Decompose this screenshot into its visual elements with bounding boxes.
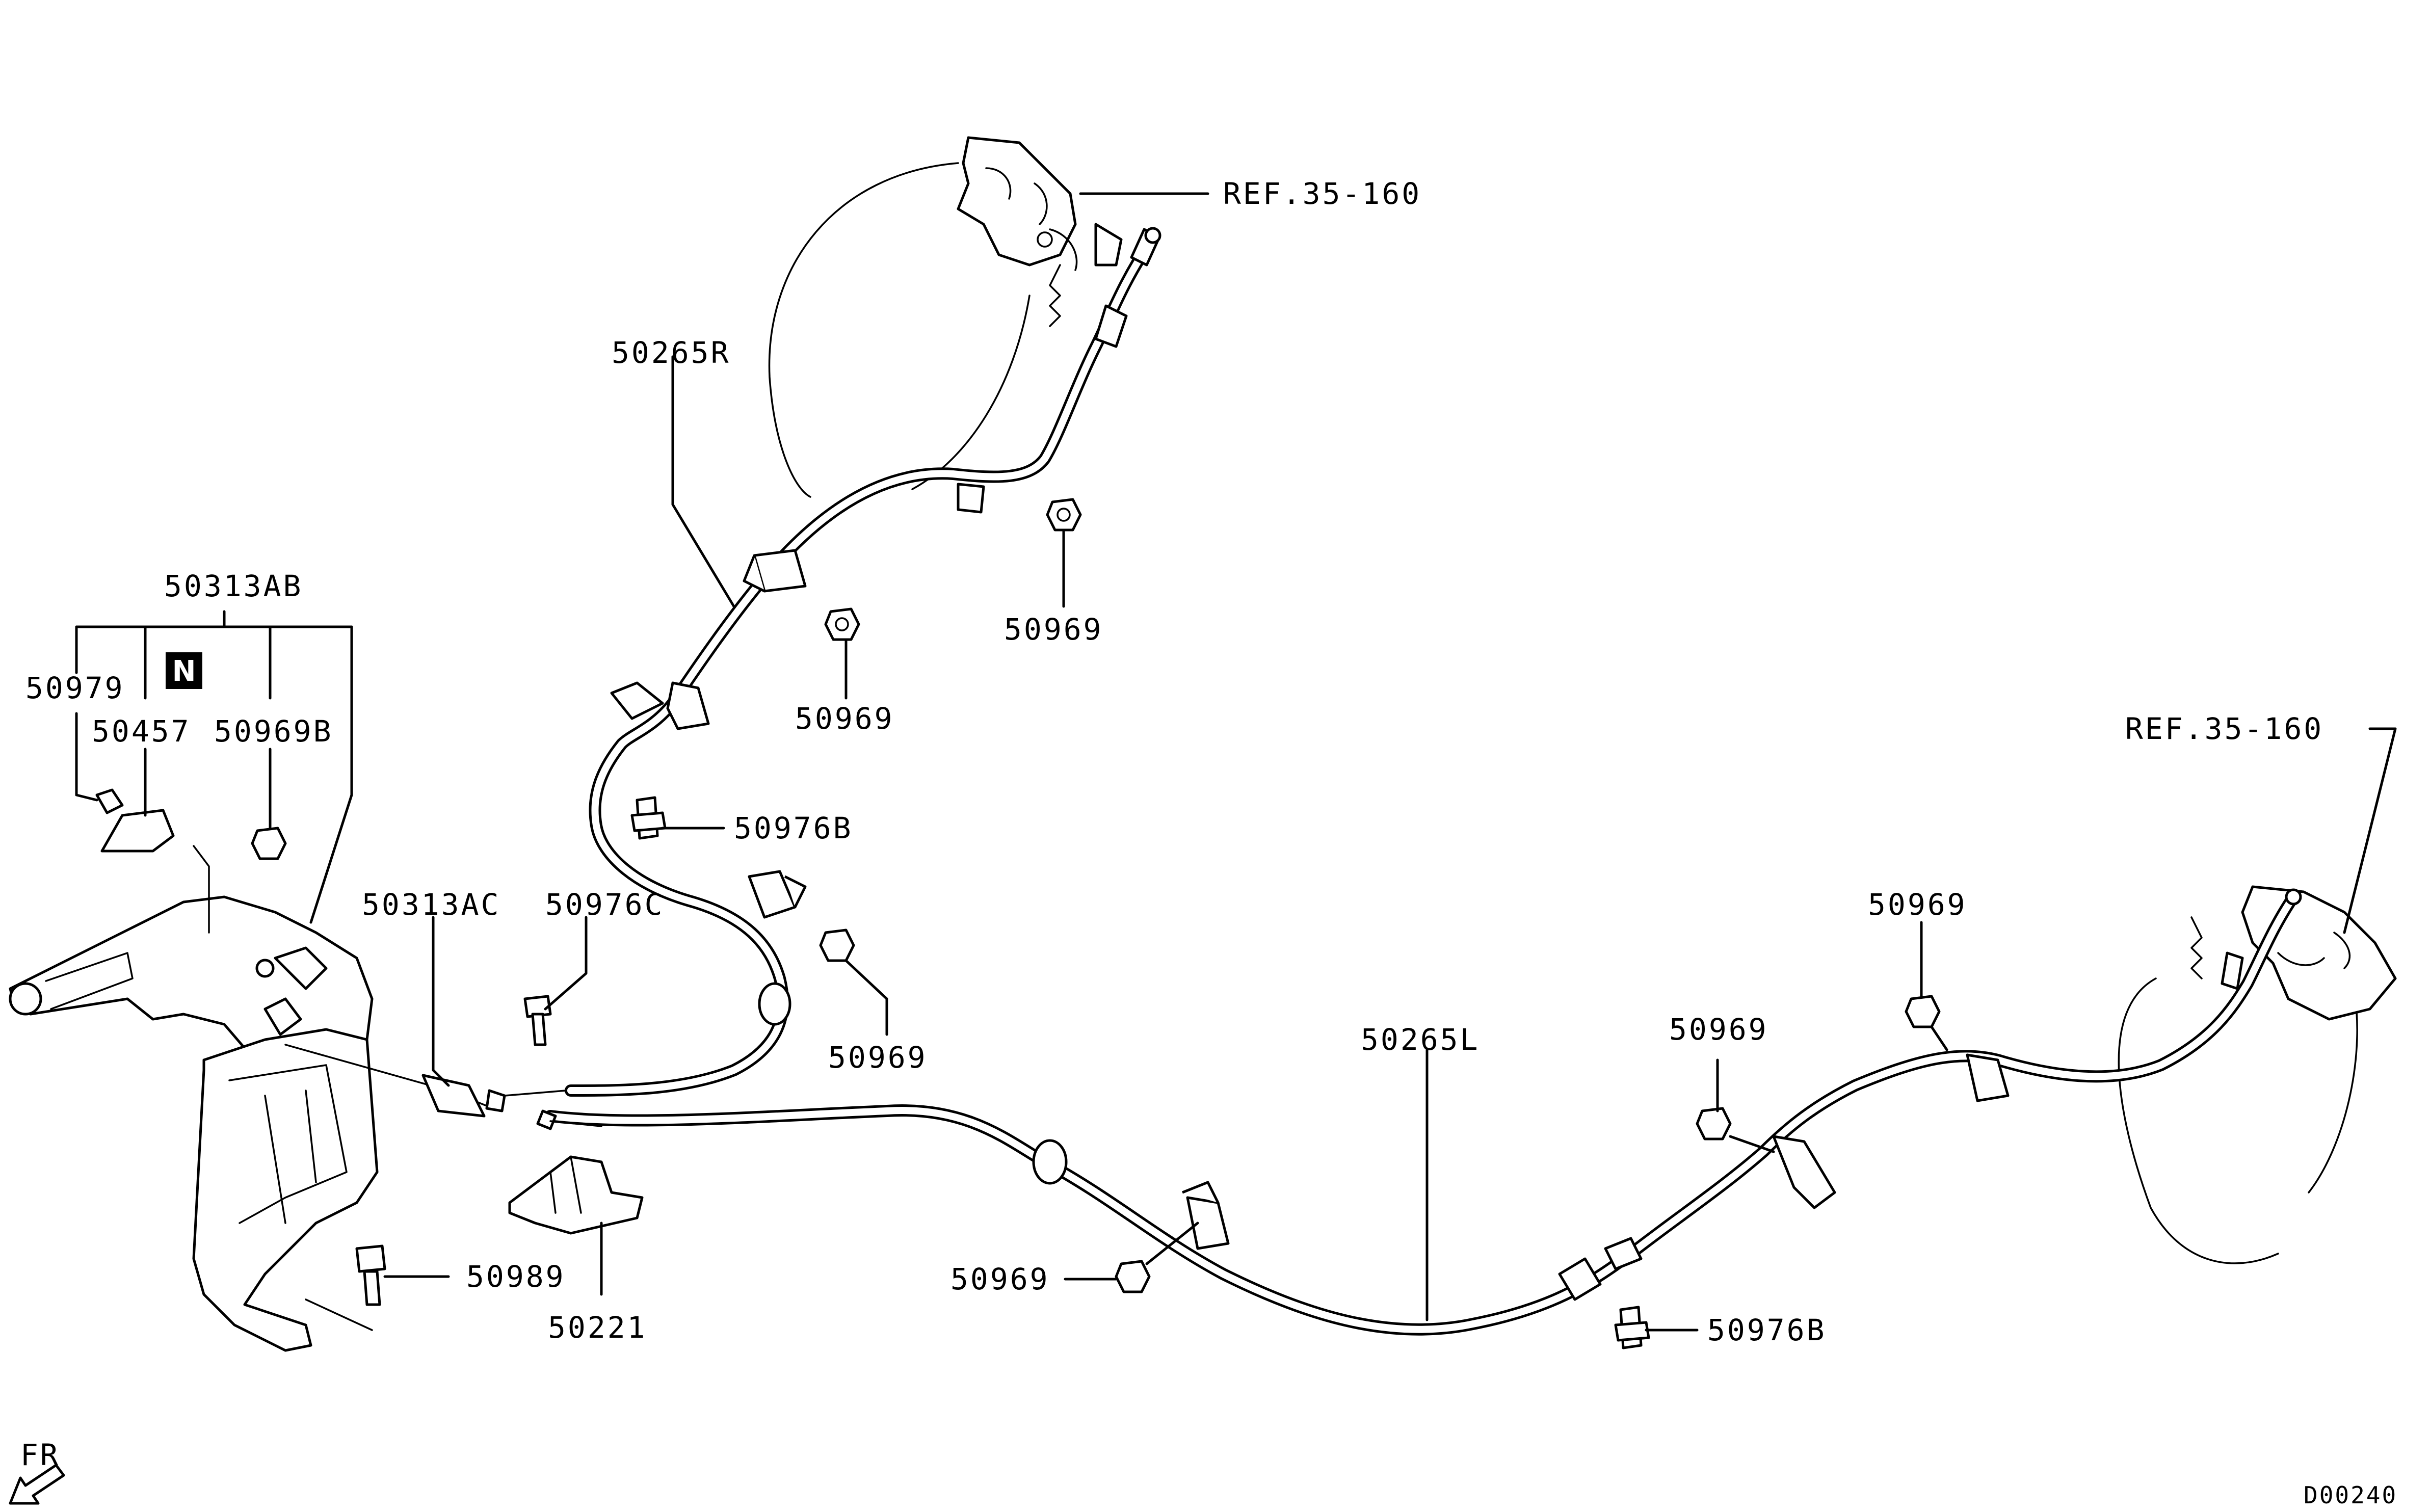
label-50457: 50457 (92, 714, 191, 749)
label-drawing-id: D00240 (2304, 1481, 2397, 1509)
new-part-badge-icon: N (166, 652, 202, 689)
right-parking-brake-cable (565, 227, 1161, 1097)
label-50313AC: 50313AC (362, 887, 500, 922)
label-50969-d: 50969 (950, 1262, 1050, 1296)
badge-text: N (172, 655, 196, 688)
part-labels: REF.35-160 50265R 50969 50969 50976B 509… (20, 176, 2397, 1509)
hardware-parts (95, 498, 1941, 1349)
label-50969-f: 50969 (1868, 887, 1967, 922)
front-direction-arrow-icon (9, 1464, 65, 1505)
label-ref-top: REF.35-160 (1223, 176, 1421, 211)
cable-bracket-50221 (508, 1155, 644, 1235)
right-rear-brake-assembly (768, 136, 1123, 498)
nut-50969-a (1046, 498, 1082, 532)
left-parking-brake-cable (544, 888, 2302, 1336)
leader-lines (75, 192, 2397, 1332)
label-50976B-a: 50976B (734, 811, 853, 845)
label-50989: 50989 (466, 1259, 566, 1294)
label-50969-e: 50969 (1669, 1012, 1768, 1047)
label-ref-right: REF.35-160 (2125, 711, 2323, 746)
label-50979: 50979 (25, 671, 125, 705)
label-50969-a: 50969 (1004, 612, 1103, 647)
left-rear-brake-assembly (2118, 885, 2397, 1264)
label-50976C: 50976C (545, 887, 665, 922)
label-50976B-b: 50976B (1707, 1313, 1827, 1347)
label-50313AB: 50313AB (164, 569, 303, 603)
label-50265L: 50265L (1361, 1022, 1480, 1057)
label-50265R: 50265R (612, 335, 731, 370)
label-50969B: 50969B (214, 714, 333, 749)
label-50969-b: 50969 (795, 701, 894, 736)
label-50969-c: 50969 (828, 1040, 928, 1075)
parking-brake-lever-assembly (9, 895, 602, 1352)
label-50221: 50221 (548, 1310, 647, 1345)
